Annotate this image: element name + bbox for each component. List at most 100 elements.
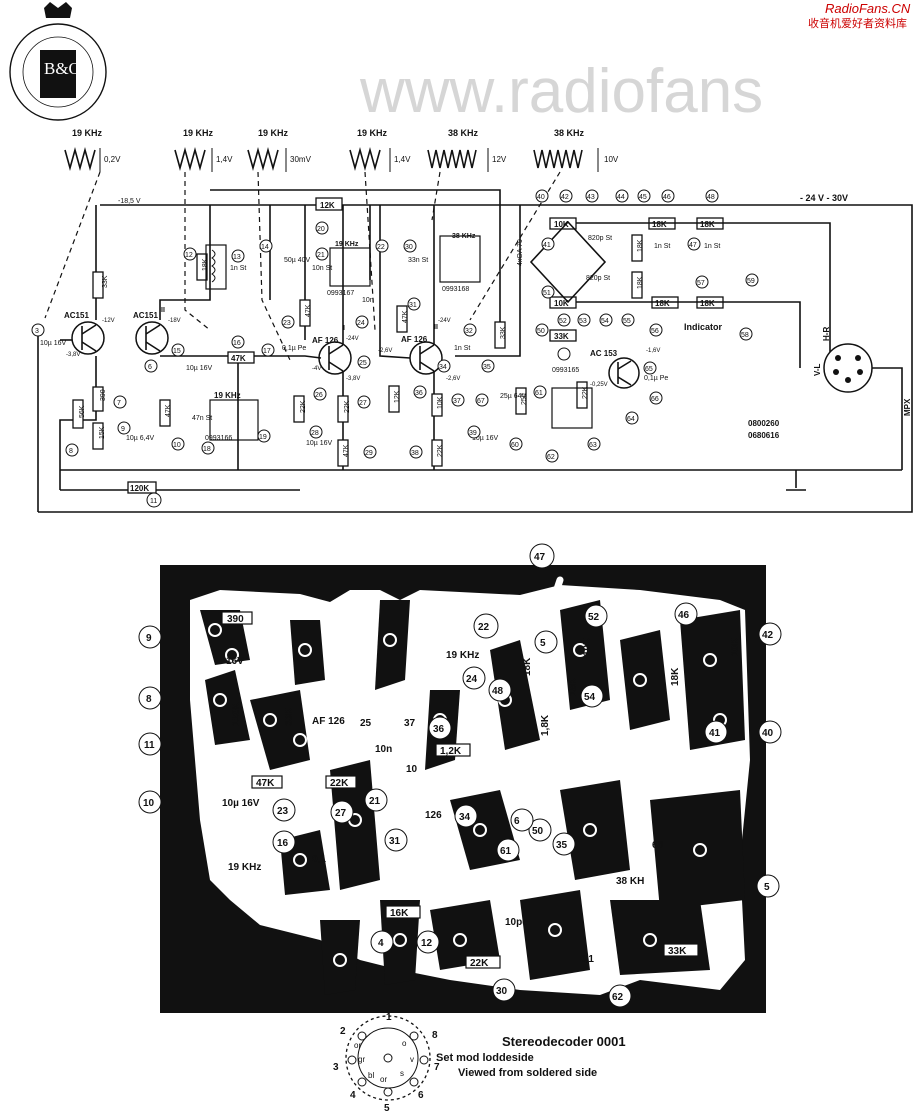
svg-text:18K: 18K [700,220,715,229]
resistor-group: 33K 390 56K 15K 47K 47K 22K 22K 47K 12K … [72,234,644,467]
svg-text:1n St: 1n St [454,345,470,352]
svg-text:41: 41 [543,242,551,249]
svg-text:or: or [354,1041,361,1050]
svg-text:18K: 18K [522,657,533,676]
waveform-freq: 38 KHz [448,128,479,138]
svg-text:44: 44 [617,194,625,201]
svg-text:42: 42 [762,630,774,641]
svg-text:24: 24 [357,320,365,327]
waveform-freq: 19 KHz [183,128,214,138]
svg-text:-2,6V: -2,6V [446,376,460,382]
svg-text:16K: 16K [390,908,409,919]
waveform-amp: 30mV [290,155,312,164]
svg-text:33K: 33K [500,326,507,339]
coil-19khz-a [205,244,227,290]
node-circles: 3 6 7 8 9 10 11 12 13 14 15 16 17 18 19 … [31,189,759,508]
svg-text:18K: 18K [637,276,644,289]
svg-text:18: 18 [203,446,211,453]
svg-text:66: 66 [651,396,659,403]
coil-38khz: 38 KHz 0993168 [439,233,481,293]
waveform-freq: 19 KHz [72,128,103,138]
svg-text:37: 37 [453,398,461,405]
site-subtitle: 收音机爱好者资料库 [808,16,907,30]
svg-text:68: 68 [652,840,664,851]
svg-text:bl: bl [368,1071,374,1080]
svg-text:10n: 10n [375,744,392,755]
svg-text:22: 22 [478,622,490,633]
svg-text:63: 63 [589,442,597,449]
svg-text:12: 12 [185,252,193,259]
waveform-freq: 19 KHz [357,128,388,138]
svg-text:-4V: -4V [312,366,321,372]
svg-text:18K: 18K [652,220,667,229]
svg-text:35: 35 [556,840,568,851]
svg-text:52: 52 [588,612,600,623]
svg-text:18K: 18K [655,299,670,308]
svg-text:52: 52 [559,318,567,325]
svg-text:26: 26 [315,392,323,399]
svg-text:2: 2 [340,1026,346,1037]
svg-text:33K: 33K [668,946,687,957]
svg-text:31: 31 [409,302,417,309]
svg-text:65: 65 [645,366,653,373]
voltage-labels: -12V -18V -3,8V -4V -24V -2,6V -3,8V -24… [66,318,660,388]
svg-text:10K: 10K [730,637,741,656]
header: www.radiofans RadioFans.CN 收音机爱好者资料库 B&O [9,1,911,126]
pcb-labels: 390 16V 120K AF 126 33K 25 10n 37 19 KHz… [138,543,782,1008]
svg-text:or: or [380,1075,387,1084]
svg-text:18K: 18K [568,677,579,696]
coil-indicator: 0993165 [551,367,593,429]
svg-text:47K: 47K [165,404,172,417]
svg-text:47K: 47K [305,304,312,317]
svg-text:29: 29 [365,450,373,457]
svg-text:12K: 12K [320,201,335,210]
svg-text:33n St: 33n St [408,257,428,264]
svg-text:1n St: 1n St [654,243,670,250]
svg-text:15K: 15K [99,426,106,439]
waveform-amp: 1,4V [394,155,411,164]
svg-text:120K: 120K [130,484,149,493]
svg-text:7: 7 [434,1062,440,1073]
svg-text:10µ 6,4V: 10µ 6,4V [126,435,154,442]
svg-text:28: 28 [311,430,319,437]
svg-text:4: 4 [378,938,384,949]
svg-text:58: 58 [741,332,749,339]
svg-text:10K: 10K [437,396,444,409]
svg-text:o: o [402,1039,407,1048]
svg-text:60: 60 [511,442,519,449]
svg-text:57: 57 [697,280,705,287]
svg-text:19: 19 [259,434,267,441]
svg-text:64: 64 [627,416,635,423]
svg-text:1n St: 1n St [704,243,720,250]
svg-text:10µ 16V: 10µ 16V [472,435,499,442]
svg-text:-24V: -24V [438,318,451,324]
svg-text:AC151: AC151 [133,311,158,320]
svg-text:5: 5 [764,882,770,893]
transistor-t4: AF 126 II [401,324,443,375]
svg-text:10pe: 10pe [505,917,528,928]
waveform-row: 19 KHz 0,2V 19 KHz 1,4V 19 KHz 30mV 19 K… [44,128,619,361]
svg-text:31: 31 [389,836,401,847]
svg-text:36: 36 [415,390,423,397]
part-number: 0680616 [748,431,780,440]
svg-text:8: 8 [146,694,152,705]
svg-text:40: 40 [537,194,545,201]
svg-text:53: 53 [579,318,587,325]
svg-text:36: 36 [433,724,445,735]
svg-text:22K: 22K [344,400,351,413]
svg-text:62: 62 [612,992,624,1003]
svg-text:6: 6 [514,816,520,827]
svg-text:0,1: 0,1 [312,854,326,865]
svg-text:8: 8 [432,1030,438,1041]
svg-text:34: 34 [459,812,471,823]
transistor-t2: AC151 II [133,307,169,355]
svg-text:13: 13 [233,254,241,261]
svg-text:v: v [410,1055,414,1064]
svg-text:22K: 22K [437,444,444,457]
svg-text:-0,25V: -0,25V [590,382,608,388]
svg-text:MPX: MPX [903,398,912,416]
caption-english: Viewed from soldered side [458,1067,597,1079]
svg-text:9: 9 [121,426,125,433]
svg-text:AF 126: AF 126 [401,335,428,344]
coil-19khz-c: 19 KHz 0993167 [327,241,371,297]
